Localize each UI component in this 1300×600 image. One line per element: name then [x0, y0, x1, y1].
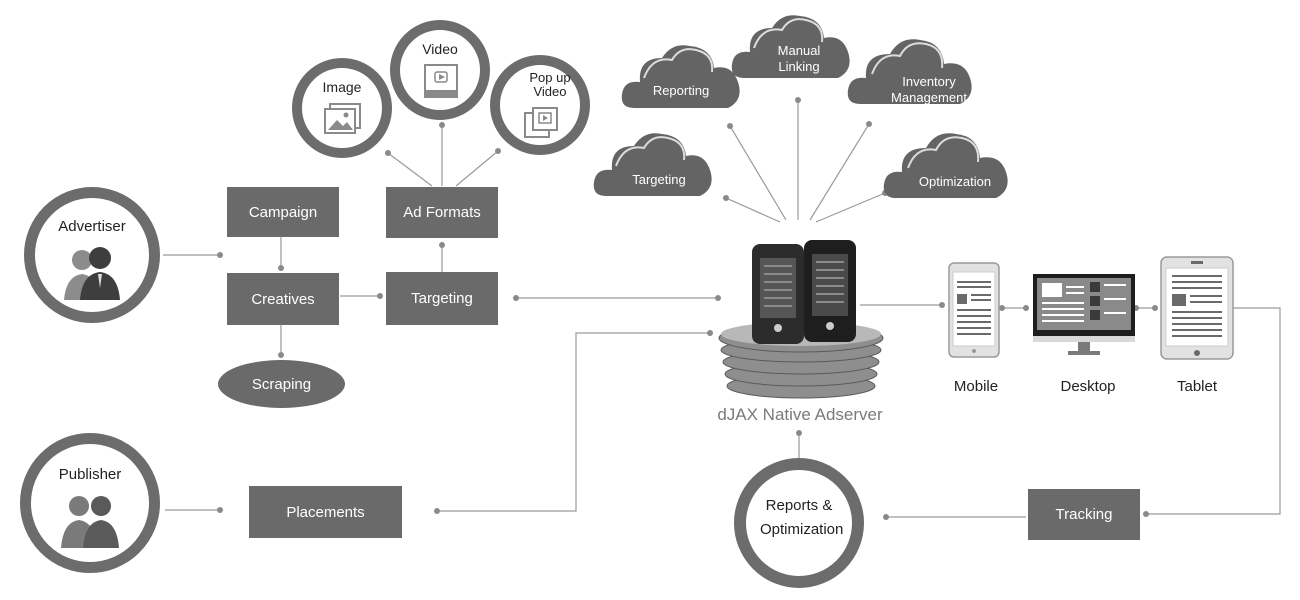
cloud-icon: [731, 15, 850, 78]
image-label: Image: [322, 79, 362, 95]
cloud-icon: [847, 39, 972, 104]
targeting-box: Targeting: [386, 272, 498, 325]
advertiser-label: Advertiser: [58, 218, 126, 235]
video-icon: [424, 64, 458, 98]
connector-tablet-tracking: [1146, 307, 1281, 515]
tracking-box: Tracking: [1028, 489, 1140, 540]
creatives-box: Creatives: [227, 273, 339, 325]
reporting-label: Reporting: [652, 83, 710, 98]
connector-reporting: [729, 125, 787, 221]
image-format-node: Image: [292, 58, 392, 158]
scraping-label: Scraping: [251, 375, 312, 393]
placements-label: Placements: [286, 503, 365, 521]
desktop-label: Desktop: [1060, 378, 1116, 395]
video-format-node: Video: [390, 20, 490, 120]
manual-linking-cloud: Manual Linking: [730, 10, 854, 80]
mobile-icon: [948, 262, 1000, 358]
connector-image: [387, 152, 433, 187]
ad-formats-box: Ad Formats: [386, 187, 498, 238]
manual-linking-label: Manual Linking: [777, 43, 821, 74]
popup-video-label: Pop up Video: [529, 70, 571, 99]
ad-formats-label: Ad Formats: [403, 204, 481, 221]
cloud-icon: [621, 45, 740, 108]
reports-optimization-node: Reports & Optimization: [734, 458, 864, 588]
server-icon: [718, 240, 884, 399]
placements-box: Placements: [249, 486, 402, 538]
campaign-box: Campaign: [227, 187, 339, 237]
advertiser-node: Advertiser: [24, 187, 160, 323]
reporting-cloud: Reporting: [620, 38, 742, 110]
desktop-icon: [1033, 274, 1135, 355]
tablet-label: Tablet: [1176, 378, 1218, 395]
publisher-label: Publisher: [58, 466, 122, 483]
tracking-label: Tracking: [1055, 506, 1113, 523]
targeting-cloud: Targeting: [592, 128, 714, 198]
video-label: Video: [422, 41, 458, 57]
connector-popup-video: [455, 150, 499, 187]
image-icon: [324, 103, 361, 134]
mobile-label: Mobile: [953, 378, 999, 395]
cloud-icon: [883, 133, 1008, 198]
connector-targeting-cloud: [725, 197, 781, 223]
tablet-icon: [1160, 256, 1234, 360]
popup-video-format-node: Pop up Video: [490, 55, 590, 155]
adserver-label: dJAX Native Adserver: [717, 405, 883, 424]
inventory-management-label: Inventory Management: [891, 74, 967, 105]
users-icon: [64, 247, 120, 300]
connector-placements-adserver: [437, 332, 710, 512]
connector-optimization: [815, 192, 886, 223]
connector-inventory: [809, 123, 870, 221]
reports-optimization-label: Reports & Optimization: [760, 497, 844, 538]
cloud-icon: [593, 133, 712, 196]
campaign-label: Campaign: [248, 203, 318, 221]
publisher-node: Publisher: [20, 433, 160, 573]
users-icon: [61, 496, 119, 548]
creatives-label: Creatives: [251, 290, 315, 308]
popup-video-icon: [524, 107, 558, 138]
optimization-label: Optimization: [918, 174, 992, 189]
targeting-cloud-label: Targeting: [632, 172, 686, 187]
optimization-cloud: Optimization: [882, 126, 1012, 200]
targeting-box-label: Targeting: [411, 290, 473, 307]
inventory-management-cloud: Inventory Management: [846, 32, 976, 106]
scraping-node: Scraping: [218, 360, 345, 408]
